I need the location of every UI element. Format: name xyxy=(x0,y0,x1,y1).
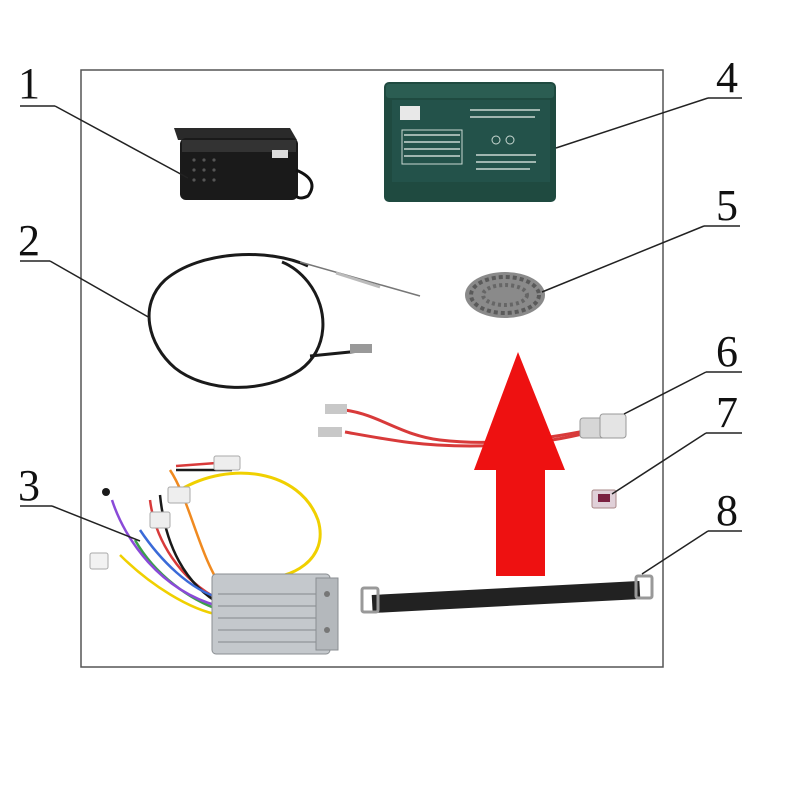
callout-number-6: 6 xyxy=(716,327,738,376)
callout-number-8: 8 xyxy=(716,486,738,535)
callout-number-4: 4 xyxy=(716,53,738,102)
callout-5: 5 xyxy=(541,181,740,293)
callout-7: 7 xyxy=(611,388,742,495)
battery-strap-image xyxy=(360,574,654,614)
callout-4: 4 xyxy=(555,53,742,149)
brake-cable-image xyxy=(147,253,421,389)
receiver-box-image xyxy=(174,128,314,200)
drive-chain-image xyxy=(465,272,545,318)
battery-image xyxy=(384,82,556,202)
callout-number-3: 3 xyxy=(18,461,40,510)
leader-line-1-diag xyxy=(54,105,189,179)
leader-line-4-diag xyxy=(555,97,709,149)
red-up-arrow xyxy=(474,352,565,576)
callout-number-1: 1 xyxy=(18,59,40,108)
leader-line-2-diag xyxy=(49,260,151,319)
diagram-frame xyxy=(80,69,664,668)
callout-8: 8 xyxy=(641,486,742,575)
callout-number-7: 7 xyxy=(716,388,738,437)
callout-number-5: 5 xyxy=(716,181,738,230)
leader-line-5-diag xyxy=(541,225,705,293)
leader-line-6-diag xyxy=(623,371,707,415)
callout-6: 6 xyxy=(623,327,742,415)
callout-2: 2 xyxy=(18,216,151,319)
callout-3: 3 xyxy=(18,461,141,542)
callout-1: 1 xyxy=(18,59,189,179)
power-wire-harness-image xyxy=(318,404,627,448)
motor-controller-image xyxy=(89,455,339,655)
leader-line-3-diag xyxy=(51,505,141,542)
leader-line-8-diag xyxy=(641,530,709,575)
fuse-image xyxy=(591,489,617,509)
leader-line-7-diag xyxy=(611,432,707,495)
callout-number-2: 2 xyxy=(18,216,40,265)
